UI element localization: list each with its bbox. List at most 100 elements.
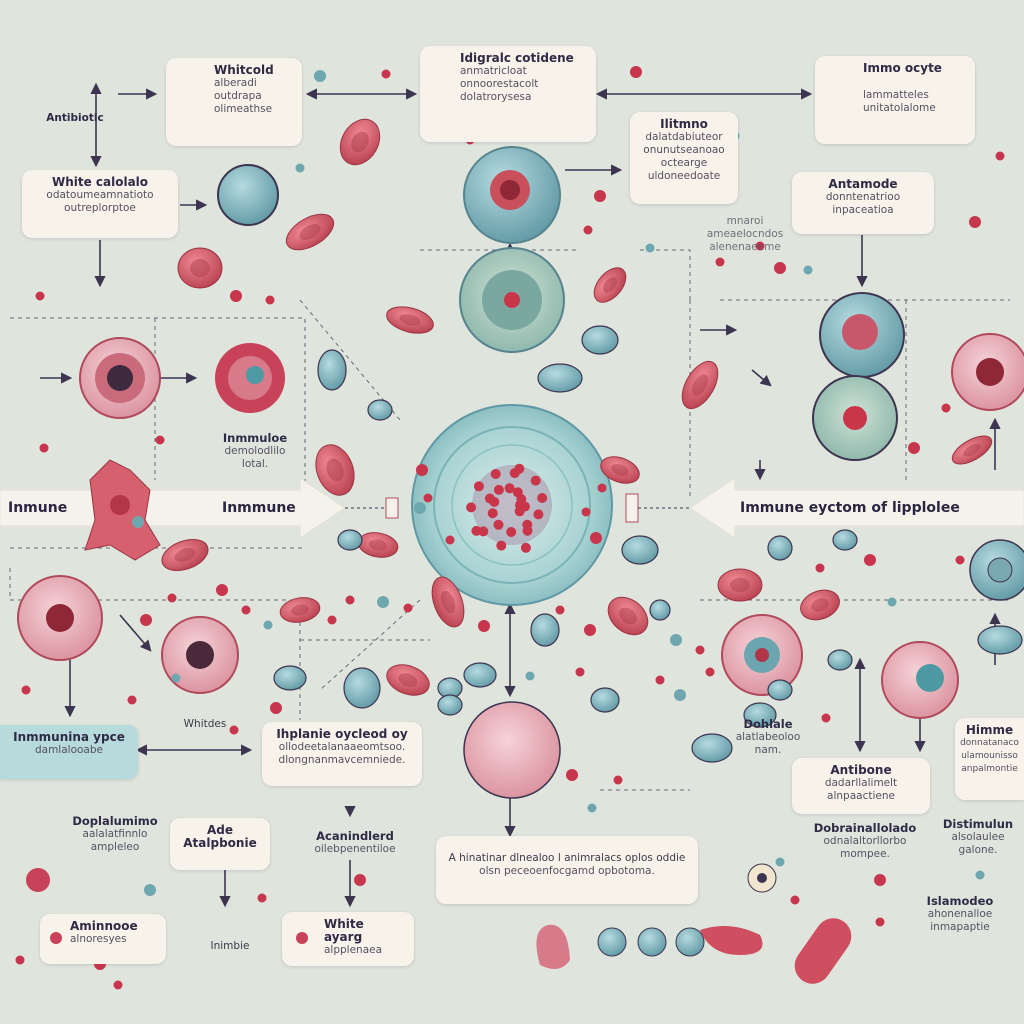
box-bottom-left: Inmmunina ypce damlalooabe [0, 725, 138, 779]
box-antibone-title: Antibone [830, 763, 892, 777]
box-antibone-line-2: alnpaactiene [827, 790, 895, 802]
box-mid-center-line-4: uldoneedoate [647, 170, 721, 182]
small-dot [774, 262, 786, 274]
doboro-title: Dobrainallolado [813, 821, 917, 835]
nucleus-dot [522, 525, 533, 536]
teal-cell [649, 599, 671, 621]
small-dot [755, 241, 765, 251]
small-dot [705, 667, 715, 677]
teal-cell [367, 399, 393, 421]
small-dot [270, 702, 282, 714]
small-dot [908, 442, 920, 454]
teal-cell [590, 687, 620, 713]
red-blood-cell-center [398, 673, 418, 687]
box-triplane-line-2: dlongnanmavcemniede. [278, 754, 406, 766]
box-top-center-title: Idigralc cotidene [460, 51, 574, 65]
box-himme-right: Himme donnatanaco ulamounisso anpalmonti… [955, 718, 1024, 800]
teal-cell [767, 679, 793, 701]
box-mid-center-line-2: onunutseanoao [643, 144, 725, 156]
small-dot [414, 502, 426, 514]
box-ade: Ade Atalpbonie [170, 818, 270, 870]
small-dot [584, 624, 596, 636]
dismulun-line-1: alsolaulee [951, 831, 1005, 843]
red-blood-cell-center [730, 577, 750, 593]
small-dot [478, 620, 490, 632]
nucleus-dot [514, 463, 525, 474]
banner-center: Inmmune [222, 500, 296, 516]
box-dolet-line-1: alatlabeoloo [735, 731, 801, 743]
box-himme-right-line-2: ulamounisso [961, 751, 1018, 761]
small-dot [345, 595, 355, 605]
red-blood-cell-center [811, 598, 829, 612]
box-bottom-left-amin-title: Aminnooe [70, 919, 138, 933]
teal-cell [827, 649, 853, 671]
box-mid-center-title: Ilitmno [660, 117, 708, 131]
box-top-center: Idigralc cotidene anmatricloat onnoorest… [420, 46, 596, 142]
red-cell-icon-2 [296, 932, 308, 944]
small-dot [167, 593, 177, 603]
box-white-blood-cell-line-2: outdrapa [214, 90, 262, 102]
immunode-left-title: Inmmuloe [222, 431, 288, 445]
box-dolet-line-2: nam. [754, 744, 782, 756]
left-cells [17, 164, 285, 694]
box-bottom-center-line: olsn peceoenfocgamd opbotoma. [479, 865, 655, 877]
red-blood-cell-center [326, 458, 344, 482]
central-nucleus-dots [466, 463, 548, 553]
nucleus-dot [506, 527, 517, 537]
teal-cell [743, 702, 777, 728]
teal-cell [832, 529, 858, 551]
small-dot [875, 917, 885, 927]
red-blood-cell-center [174, 548, 196, 562]
red-blood-cell [161, 538, 209, 572]
banner-right: Immune eyctom of lipplolee [740, 500, 960, 516]
small-dot [655, 675, 665, 685]
red-blood-cell [279, 597, 321, 623]
box-mid-center: Ilitmno dalatdabiuteor onunutseanoao oct… [630, 112, 738, 204]
small-dot [613, 775, 623, 785]
small-dot [590, 532, 602, 544]
acanindred-label: Acanindlerd oilebpenentiloe [295, 830, 415, 856]
top-center-cells [459, 146, 565, 799]
box-white-cells: White calolalo odatoumeamnatioto outrepl… [22, 170, 178, 238]
teal-cell [691, 733, 733, 763]
small-dot [597, 483, 607, 493]
red-blood-cell-center [963, 443, 981, 457]
doboro-label: Dobrainallolado odnalaltorllorbo mompee. [800, 822, 930, 861]
red-blood-cell [800, 589, 840, 621]
box-immune-cyte-line-2: unitatolalome [863, 102, 936, 114]
box-immune-cyte-title: Immo ocyte [863, 61, 942, 75]
small-dot [216, 584, 228, 596]
box-white-cell-bottom-line: alpplenaea [324, 944, 383, 956]
small-dot [594, 190, 606, 202]
box-mid-center-line-3: octearge [660, 157, 708, 169]
box-ade-title: Ade [206, 823, 233, 837]
faint-right-text: mnaroi ameaelocndos alenenaeeme [690, 215, 800, 254]
diplumimo-title: Doplalumimo [72, 814, 158, 828]
small-dot [670, 634, 682, 646]
small-dot [263, 620, 273, 630]
box-antimode-title: Antamode [828, 177, 898, 191]
immunode-left-line-1: demolodlilo [224, 445, 286, 457]
red-blood-cell-center [602, 277, 618, 293]
small-dot [140, 614, 152, 626]
banner-arrows [0, 477, 1024, 539]
nucleus-dot [473, 481, 484, 492]
box-himme-right-line-1: donnatanaco [960, 738, 1019, 748]
box-antibone-line-1: dadarllalimelt [824, 777, 898, 789]
red-blood-cell [607, 596, 649, 636]
nucleus-dot [487, 508, 498, 519]
red-blood-cell [593, 267, 627, 303]
nucleus-dot [493, 484, 504, 495]
scattered-red-cells [161, 118, 993, 696]
nucleus-dot [496, 540, 507, 551]
small-dot [790, 895, 800, 905]
small-dot [581, 507, 591, 517]
diplumimo-line-2: ampleleo [90, 841, 140, 853]
red-blood-cell [681, 360, 719, 410]
small-dot [821, 713, 831, 723]
inhibre-label: Inimbie [210, 940, 250, 952]
nucleus-dot [520, 542, 531, 553]
teal-cell [437, 694, 463, 716]
small-dot [403, 603, 413, 613]
box-himme-right-line-3: anpalmontie [961, 764, 1018, 774]
